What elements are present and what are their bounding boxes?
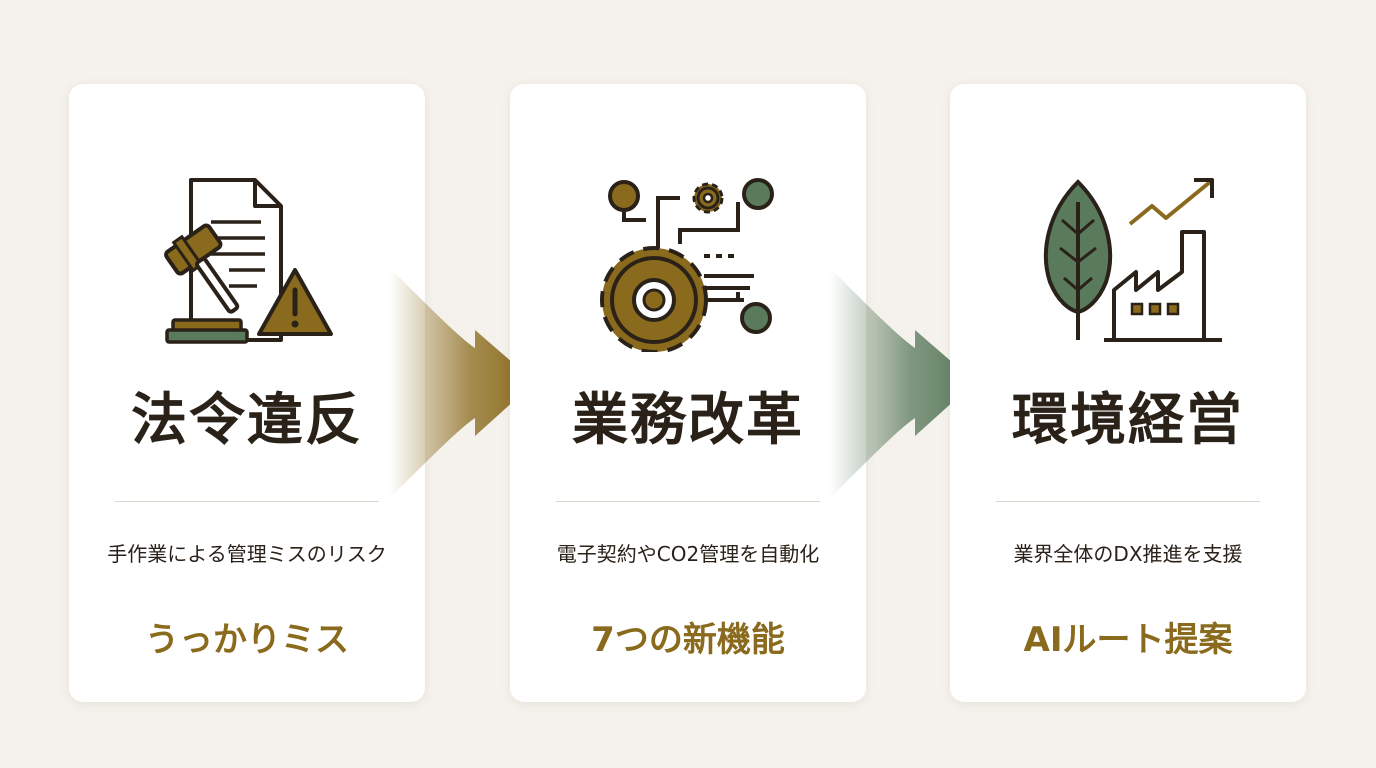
divider — [556, 501, 820, 502]
card-description: 電子契約やCO2管理を自動化 — [556, 542, 820, 566]
card-description: 業界全体のDX推進を支援 — [1013, 542, 1243, 566]
card-title: 業務改革 — [572, 387, 804, 453]
card-title: 法令違反 — [131, 387, 363, 453]
divider — [996, 501, 1260, 502]
arrow-right-icon — [390, 268, 535, 498]
card-highlight: AIルート提案 — [1023, 620, 1233, 660]
legal-document-gavel-warning-icon — [164, 178, 333, 344]
divider — [115, 501, 379, 502]
card-environmental-management: 環境経営 業界全体のDX推進を支援 AIルート提案 — [950, 84, 1306, 702]
arrow-right-icon — [830, 268, 975, 498]
card-title: 環境経営 — [1012, 387, 1244, 453]
card-legal-violation: 法令違反 手作業による管理ミスのリスク うっかりミス — [69, 84, 425, 702]
leaf-factory-growth-icon — [1043, 178, 1222, 342]
card-business-reform: 業務改革 電子契約やCO2管理を自動化 7つの新機能 — [510, 84, 866, 702]
card-highlight: うっかりミス — [145, 620, 349, 660]
card-description: 手作業による管理ミスのリスク — [107, 542, 387, 566]
gears-workflow-icon — [600, 178, 774, 352]
card-highlight: 7つの新機能 — [591, 620, 785, 660]
